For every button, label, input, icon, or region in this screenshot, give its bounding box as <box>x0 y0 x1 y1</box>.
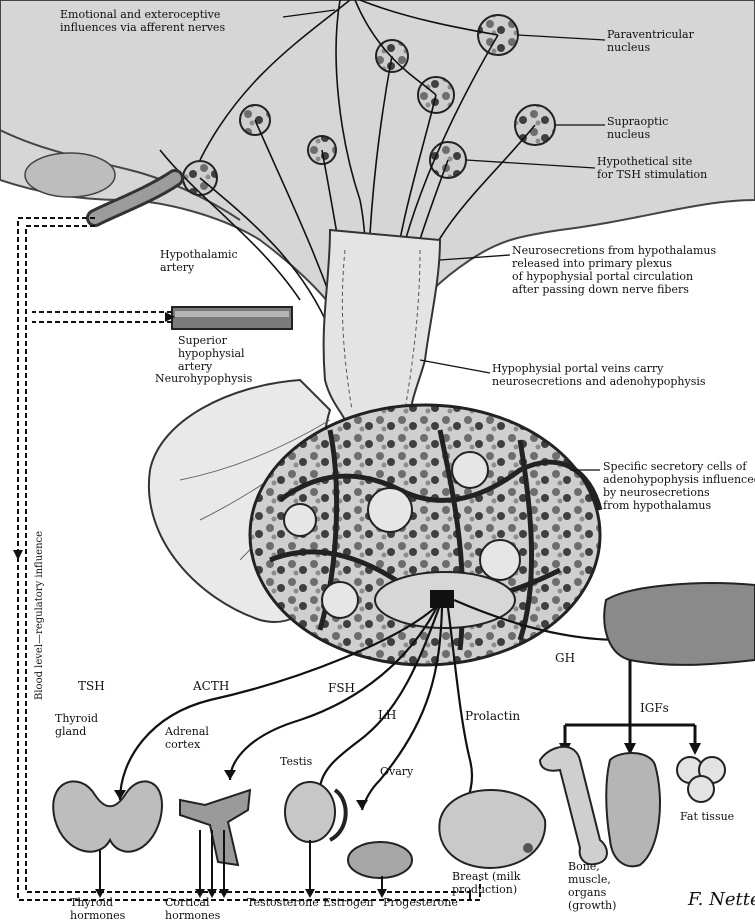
lh-label: LH <box>378 708 396 722</box>
afferent-label-line1: Emotional and exteroceptive <box>60 8 220 21</box>
neurosecretions-label-line3: of hypophysial portal circulation <box>512 270 693 283</box>
specific-cells-label-line2: adenohypophysis influenced <box>603 473 755 486</box>
igfs-label: IGFs <box>640 701 669 715</box>
specific-cells-label-line1: Specific secretory cells of <box>603 460 747 473</box>
superior-hypophysial-artery <box>172 307 292 329</box>
superior-artery-label-line1: Superior <box>178 334 228 347</box>
ovary <box>348 842 412 878</box>
testosterone-label: Testosterone <box>247 896 319 909</box>
muscle <box>606 753 660 866</box>
output-lines <box>100 830 470 900</box>
adrenal-label-line1: Adrenal <box>164 725 209 738</box>
fat-tissue <box>677 757 725 802</box>
bone-label-line3: organs <box>568 886 607 899</box>
neurosecretions-label-line2: released into primary plexus <box>512 257 672 270</box>
gh-label: GH <box>555 651 575 665</box>
thyroid-label-line2: gland <box>55 725 86 738</box>
blood-level-label: Blood level—regulatory influence <box>34 531 45 700</box>
adrenal-cortex <box>180 790 250 865</box>
supraoptic-label-line2: nucleus <box>607 128 650 141</box>
tsh-label: TSH <box>78 679 105 693</box>
tsh-site-label-line2: for TSH stimulation <box>597 168 707 181</box>
feedback-arrows <box>13 312 175 560</box>
fsh-label: FSH <box>328 681 355 695</box>
breast-label-line2: production) <box>452 883 517 896</box>
neurosecretions-label-line4: after passing down nerve fibers <box>512 283 689 296</box>
fat-tissue-label: Fat tissue <box>680 810 734 823</box>
paraventricular-label-line2: nucleus <box>607 41 650 54</box>
breast <box>439 790 545 868</box>
ovary-label: Ovary <box>380 765 414 778</box>
testis-label: Testis <box>280 755 313 768</box>
neurosecretions-label-line1: Neurosecretions from hypothalamus <box>512 244 716 257</box>
hypothalamic-artery-label-line2: artery <box>160 261 195 274</box>
afferent-label-line2: influences via afferent nerves <box>60 21 225 34</box>
pituitary-stalk <box>324 230 440 420</box>
specific-cells-label-line4: from hypothalamus <box>603 499 711 512</box>
neurohypophysis-label: Neurohypophysis <box>155 372 253 385</box>
adrenal-label-line2: cortex <box>165 738 201 751</box>
portal-veins-label-line1: Hypophysial portal veins carry <box>492 362 664 375</box>
tsh-site-label-line1: Hypothetical site <box>597 155 692 168</box>
superior-artery-label-line2: hypophysial <box>178 347 245 360</box>
cortical-hormones-label-line2: hormones <box>165 909 221 922</box>
thyroid-gland <box>53 781 162 851</box>
estrogen-label: Estrogen <box>323 896 374 909</box>
portal-veins-label-line2: neurosecretions and adenohypophysis <box>492 375 706 388</box>
liver <box>604 583 755 665</box>
progesterone-label: Progesterone <box>383 896 458 909</box>
igf-lines <box>565 660 695 745</box>
thyroid-hormones-label-line2: hormones <box>70 909 126 922</box>
bone-label-line1: Bone, <box>568 860 600 873</box>
paraventricular-label-line1: Paraventricular <box>607 28 695 41</box>
prolactin-label: Prolactin <box>465 709 520 723</box>
cortical-hormones-label-line1: Cortical <box>165 896 210 909</box>
testis <box>285 782 346 842</box>
thyroid-hormones-label-line1: Thyroid <box>70 896 113 909</box>
supraoptic-label-line1: Supraoptic <box>607 115 668 128</box>
hypothalamic-artery-label-line1: Hypothalamic <box>160 248 238 261</box>
specific-cells-label-line3: by neurosecretions <box>603 486 710 499</box>
thyroid-label-line1: Thyroid <box>55 712 98 725</box>
bone <box>540 747 607 864</box>
artist-signature: F. Netter <box>687 889 755 910</box>
acth-label: ACTH <box>192 679 229 693</box>
bone-label-line4: (growth) <box>568 899 616 912</box>
bone-label-line2: muscle, <box>568 873 611 886</box>
breast-label-line1: Breast (milk <box>452 870 521 883</box>
